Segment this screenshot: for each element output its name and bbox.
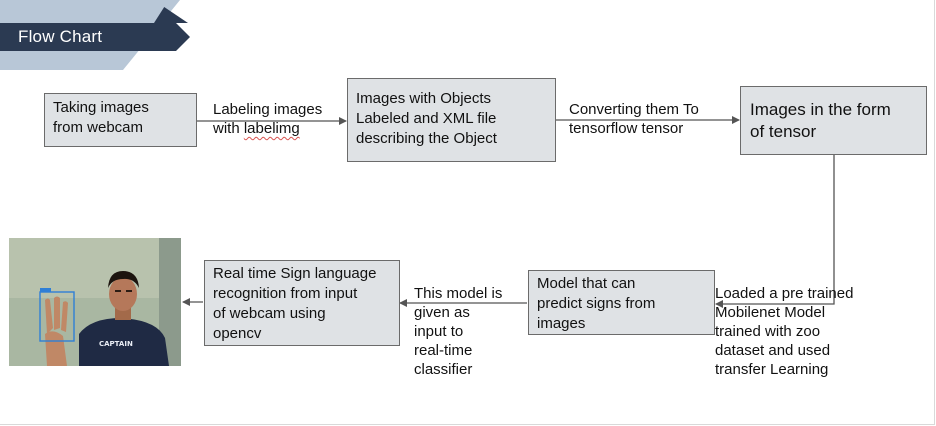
edge-label-model-to-classifier: This model is given as input to real-tim… [414, 285, 503, 378]
edge-label-labeling-line2-prefix: with [213, 120, 244, 137]
arrow-step3-to-step4 [715, 155, 835, 308]
flow-step-tensor-images: Images in the form of tensor [740, 86, 927, 155]
edge-label-convert-tensor: Converting them To tensorflow tensor [569, 101, 699, 137]
edge-label-labeling-line1: Labeling images [213, 101, 323, 118]
header-banner [0, 23, 190, 51]
webcam-demo-photo: CAPTAIN [9, 238, 181, 366]
detection-label-tag [40, 288, 51, 292]
edge-label-labeling: Labeling images with labelimg [213, 100, 322, 138]
flow-step-capture-images: Taking images from webcam [44, 93, 197, 147]
slide-title: Flow Chart [18, 27, 103, 46]
edge-label-labeling-line2-word: labelimg [243, 120, 300, 137]
flow-step-prediction-model: Model that can predict signs from images [528, 270, 715, 335]
flow-step-capture-images-line1: Taking images [53, 99, 149, 116]
flow-step-capture-images-line2: from webcam [53, 119, 144, 136]
edge-label-pretrained-model: Loaded a pre trained Mobilenet Model tra… [715, 285, 854, 378]
detection-bounding-box [39, 291, 75, 342]
flow-step-labeled-images: Images with Objects Labeled and XML file… [347, 78, 556, 162]
flow-step-realtime-recognition: Real time Sign language recognition from… [204, 260, 400, 346]
photo-shirt-text: CAPTAIN [99, 340, 133, 348]
